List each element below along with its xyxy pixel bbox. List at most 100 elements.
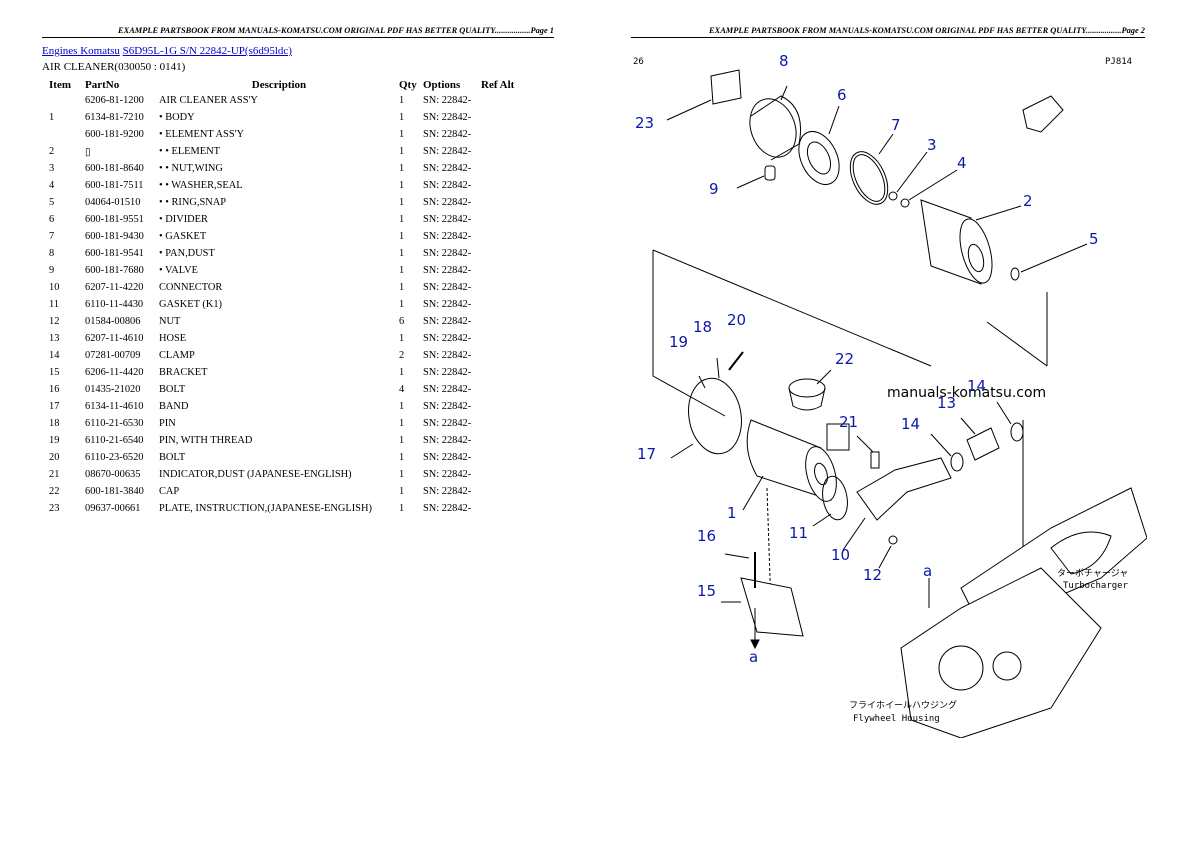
options-cell: SN: 22842- xyxy=(423,452,472,463)
ref-alt-cell xyxy=(481,500,521,517)
part-number-cell: 6134-81-7210 xyxy=(85,112,144,123)
item-cell: 21 xyxy=(49,469,60,480)
description-cell: NUT xyxy=(159,316,181,327)
qty-cell: 1 xyxy=(399,401,405,412)
col-item: Item xyxy=(49,78,71,91)
callout-17: 17 xyxy=(637,445,656,463)
description-cell: • GASKET xyxy=(159,231,207,242)
description-cell: INDICATOR,DUST (JAPANESE-ENGLISH) xyxy=(159,469,352,480)
breadcrumb-link-engines[interactable]: Engines Komatsu xyxy=(42,45,120,57)
page-2: EXAMPLE PARTSBOOK FROM MANUALS-KOMATSU.C… xyxy=(595,0,1190,842)
item-cell: 1 xyxy=(49,112,55,123)
item-cell: 7 xyxy=(49,231,55,242)
callout-4: 4 xyxy=(957,154,967,172)
ref-alt-cell xyxy=(481,279,521,296)
qty-cell: 1 xyxy=(399,163,405,174)
item-cell: 17 xyxy=(49,401,60,412)
options-cell: SN: 22842- xyxy=(423,469,472,480)
clamp-shape-a xyxy=(950,452,964,472)
item-cell: 19 xyxy=(49,435,60,446)
breadcrumb-link-model[interactable]: S6D95L-1G S/N 22842-UP(s6d95ldc) xyxy=(122,45,292,57)
options-cell: SN: 22842- xyxy=(423,231,472,242)
options-cell: SN: 22842- xyxy=(423,333,472,344)
options-cell: SN: 22842- xyxy=(423,214,472,225)
ref-alt-cell xyxy=(481,330,521,347)
qty-cell: 1 xyxy=(399,435,405,446)
part-number-cell: 600-181-7680 xyxy=(85,265,144,276)
qty-cell: 1 xyxy=(399,265,405,276)
callout-7: 7 xyxy=(891,116,901,134)
snap-ring-shape xyxy=(1010,267,1020,281)
ref-alt-cell xyxy=(481,245,521,262)
ref-alt-cell xyxy=(481,381,521,398)
dust-pan-shape xyxy=(749,98,797,158)
flywheel-label-en: Flywheel Housing xyxy=(853,714,940,724)
ref-alt-cell xyxy=(481,432,521,449)
sheet-code-left: 26 xyxy=(633,57,644,67)
callout-23: 23 xyxy=(635,114,654,132)
description-cell: GASKET (K1) xyxy=(159,299,223,310)
col-description: Description xyxy=(251,78,307,91)
options-cell: SN: 22842- xyxy=(423,248,472,259)
section-title: AIR CLEANER(030050 : 0141) xyxy=(42,61,186,73)
callout-14a: 14 xyxy=(901,415,920,433)
connector-shape xyxy=(856,457,952,521)
band-clamp-shape xyxy=(688,377,742,455)
qty-cell: 1 xyxy=(399,282,405,293)
description-cell: • ELEMENT ASS'Y xyxy=(159,129,244,140)
item-cell: 5 xyxy=(49,197,55,208)
callout-13: 13 xyxy=(937,394,956,412)
item-cell: 9 xyxy=(49,265,55,276)
item-cell: 2 xyxy=(49,146,55,157)
qty-cell: 1 xyxy=(399,299,405,310)
part-number-cell: 600-181-7511 xyxy=(85,180,144,191)
description-cell: BOLT xyxy=(159,384,186,395)
description-cell: • DIVIDER xyxy=(159,214,208,225)
ref-alt-cell xyxy=(481,228,521,245)
options-cell: SN: 22842- xyxy=(423,503,472,514)
ref-a-label-2: a xyxy=(923,562,932,580)
part-number-cell: 6134-11-4610 xyxy=(85,401,144,412)
col-partno: PartNo xyxy=(85,78,120,91)
description-cell: • • ELEMENT xyxy=(159,146,220,157)
callout-2: 2 xyxy=(1023,192,1033,210)
item-cell xyxy=(42,92,85,109)
callout-20: 20 xyxy=(727,311,746,329)
col-qty: Qty xyxy=(399,78,417,91)
description-cell: BAND xyxy=(159,401,189,412)
ref-alt-cell xyxy=(481,126,521,143)
item-cell: 20 xyxy=(49,452,60,463)
mounting-bracket-shape xyxy=(1022,95,1064,133)
options-cell: SN: 22842- xyxy=(423,197,472,208)
qty-cell: 1 xyxy=(399,452,405,463)
part-number-cell: 600-181-8640 xyxy=(85,163,144,174)
watermark-text: manuals-komatsu.com xyxy=(887,385,1046,401)
sheet-code-right: PJ814 xyxy=(1105,57,1132,67)
part-number-cell: 08670-00635 xyxy=(85,469,141,480)
gasket-k1-shape xyxy=(822,475,848,521)
table-row: 21 08670-00635 INDICATOR,DUST (JAPANESE-EN… xyxy=(42,466,521,483)
description-cell: BRACKET xyxy=(159,367,208,378)
item-cell: 13 xyxy=(49,333,60,344)
qty-cell: 6 xyxy=(399,316,405,327)
turbocharger-label-en: Turbocharger xyxy=(1063,581,1129,591)
qty-cell: 1 xyxy=(399,367,405,378)
item-cell: 23 xyxy=(49,503,60,514)
qty-cell: 1 xyxy=(399,180,405,191)
page-header-2: EXAMPLE PARTSBOOK FROM MANUALS-KOMATSU.C… xyxy=(709,26,1145,35)
callout-9: 9 xyxy=(709,180,719,198)
item-cell: 4 xyxy=(49,180,55,191)
callout-12: 12 xyxy=(863,566,882,584)
